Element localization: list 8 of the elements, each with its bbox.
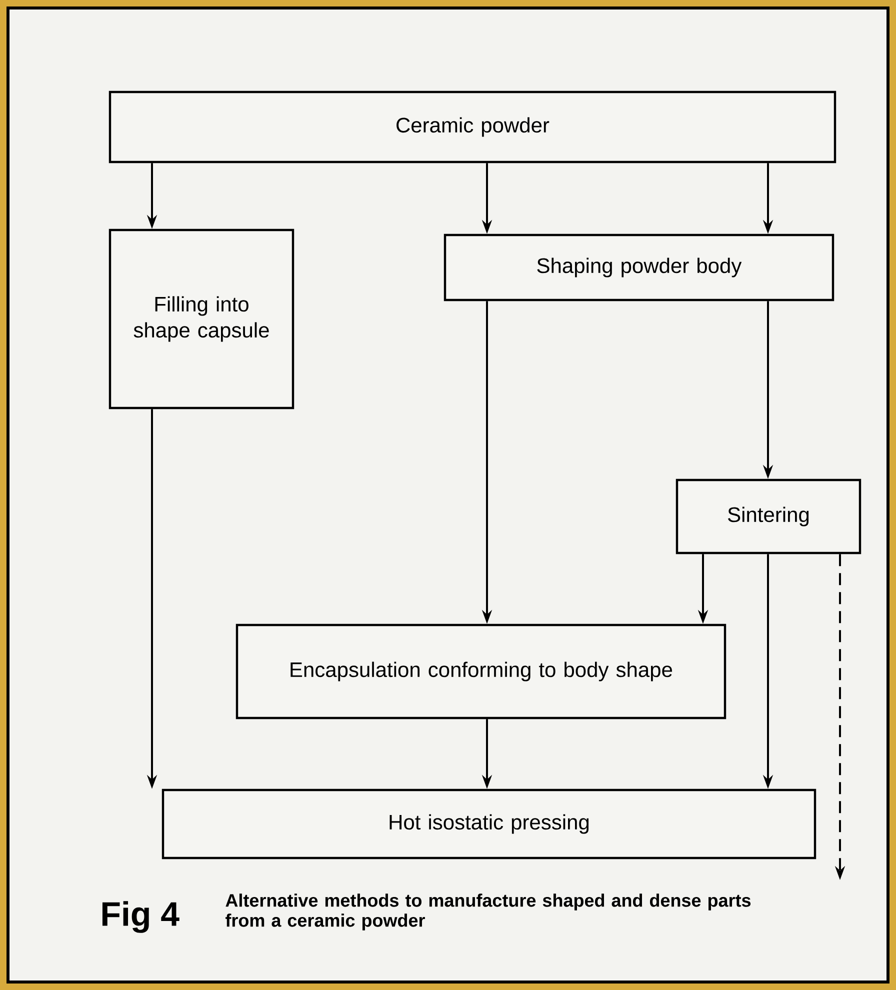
process-box: Hot isostatic pressing <box>162 788 816 860</box>
process-box: Filling into shape capsule <box>108 228 294 410</box>
process-box: Ceramic powder <box>108 90 836 164</box>
caption: Alternative methods to manufacture shaped and dense parts from a ceramic powder <box>226 894 751 930</box>
process-box: Encapsulation conforming to body shape <box>236 624 726 720</box>
process-box: Shaping powder body <box>444 234 834 302</box>
figure-number: Fig 4 <box>102 901 180 933</box>
process-box: Sintering <box>676 478 862 554</box>
